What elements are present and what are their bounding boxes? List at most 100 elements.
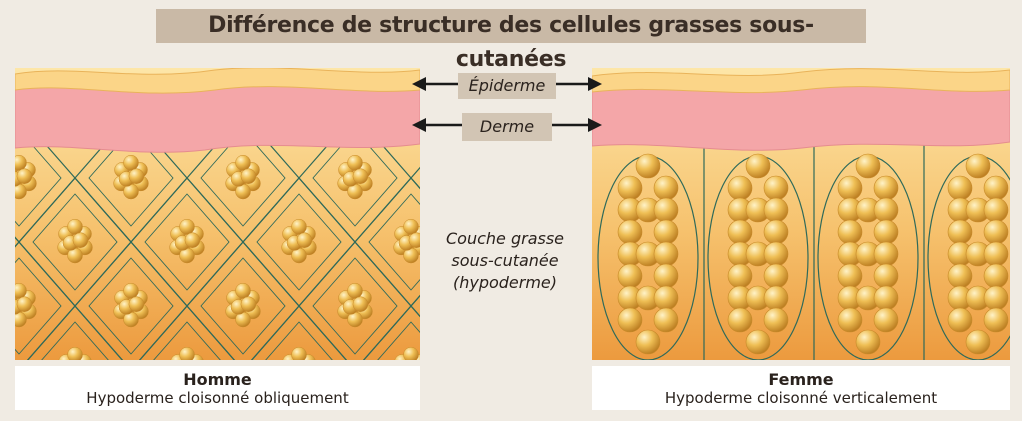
fat-cell <box>873 175 899 201</box>
fat-cell <box>235 154 251 171</box>
fat-cell <box>296 232 313 248</box>
male-fat-lobules <box>15 154 420 360</box>
fat-cell <box>983 241 1009 267</box>
oblique-septum-inner <box>41 321 109 360</box>
fat-cell <box>240 168 257 184</box>
oblique-septum-inner <box>15 257 62 355</box>
male-caption: Homme Hypoderme cloisonné obliquement <box>15 366 420 410</box>
fat-cell <box>727 307 753 333</box>
fat-cell <box>983 175 1009 201</box>
oblique-septum <box>298 241 412 360</box>
fat-cell <box>653 197 679 223</box>
fat-cell <box>291 346 307 360</box>
dermis-arrowhead-right <box>588 118 602 132</box>
dermis-label: Derme <box>462 113 552 141</box>
female-caption: Femme Hypoderme cloisonné verticalement <box>592 366 1010 410</box>
fat-cell <box>873 197 899 223</box>
oblique-septum <box>26 305 124 360</box>
epidermis-arrowhead-left <box>412 77 426 91</box>
female-vertical-septa <box>597 128 1010 360</box>
fat-cell <box>873 263 899 289</box>
fat-cell <box>653 285 679 311</box>
fat-cell <box>873 307 899 333</box>
fat-cell <box>635 153 661 179</box>
fat-cell <box>763 285 789 311</box>
male-oblique-septa <box>15 113 420 360</box>
fat-cell <box>763 263 789 289</box>
male-description: Hypoderme cloisonné obliquement <box>86 389 349 407</box>
fat-cell <box>983 263 1009 289</box>
oblique-septum-inner <box>200 129 286 227</box>
fat-cell <box>403 218 419 235</box>
oblique-septum-inner <box>256 193 342 291</box>
fat-cell <box>727 175 753 201</box>
fat-cell <box>184 232 201 248</box>
fat-cell <box>653 175 679 201</box>
fat-cell <box>965 329 991 355</box>
diagram-title: Différence de structure des cellules gra… <box>156 9 866 72</box>
female-skin-panel <box>592 68 1010 360</box>
oblique-septum <box>186 241 300 360</box>
fat-cell <box>347 282 363 299</box>
fat-cell <box>291 218 307 235</box>
oblique-septum <box>74 241 188 360</box>
fat-cell <box>617 263 643 289</box>
fat-layer-label-line1: Couche grasse <box>445 229 565 248</box>
fat-cell <box>763 197 789 223</box>
fat-cell <box>617 219 643 245</box>
male-skin-illustration <box>15 68 420 360</box>
female-title: Femme <box>768 370 834 389</box>
fat-cell <box>745 329 771 355</box>
fat-cell <box>965 153 991 179</box>
oblique-septum-inner <box>144 193 230 291</box>
fat-cell <box>128 168 145 184</box>
fat-cell <box>763 307 789 333</box>
fat-cell <box>837 307 863 333</box>
fat-layer-label-line3: (hypoderme) <box>452 273 558 292</box>
fat-cell <box>347 154 363 171</box>
fat-cell <box>873 241 899 267</box>
fat-cell <box>235 282 251 299</box>
female-description: Hypoderme cloisonné verticalement <box>664 389 938 407</box>
fat-cell <box>635 329 661 355</box>
fat-cell <box>352 296 369 312</box>
oblique-septum <box>250 305 348 360</box>
fat-cell <box>727 263 753 289</box>
fat-cell <box>947 307 973 333</box>
fat-cell <box>617 175 643 201</box>
female-skin-illustration <box>592 68 1010 360</box>
fat-cell <box>837 219 863 245</box>
fat-cell <box>947 219 973 245</box>
fat-cell <box>983 197 1009 223</box>
fat-cell <box>653 307 679 333</box>
female-epidermis <box>592 68 1010 94</box>
fat-cell <box>67 218 83 235</box>
oblique-septum-inner <box>312 257 398 355</box>
fat-cell <box>352 168 369 184</box>
oblique-septum-inner <box>88 257 174 355</box>
fat-cell <box>15 154 27 171</box>
fat-cell <box>745 153 771 179</box>
fat-cell <box>123 282 139 299</box>
fat-cell <box>855 153 881 179</box>
oblique-septum <box>138 305 236 360</box>
oblique-septum-inner <box>32 193 118 291</box>
fat-cell <box>947 263 973 289</box>
fat-cell <box>653 219 679 245</box>
fat-cell <box>72 232 89 248</box>
fat-layer-label-line2: sous-cutanée <box>451 251 559 270</box>
fat-cell <box>983 307 1009 333</box>
fat-cell <box>873 285 899 311</box>
fat-cell <box>983 219 1009 245</box>
fat-cell <box>123 154 139 171</box>
fat-cell <box>128 296 145 312</box>
male-epidermis <box>15 68 420 94</box>
fat-cell <box>947 175 973 201</box>
oblique-septum-inner <box>368 193 420 291</box>
oblique-septum <box>362 305 420 360</box>
male-skin-panel <box>15 68 420 360</box>
fat-cell <box>727 219 753 245</box>
fat-cell <box>16 296 33 312</box>
fat-cell <box>16 168 33 184</box>
fat-cell <box>763 219 789 245</box>
